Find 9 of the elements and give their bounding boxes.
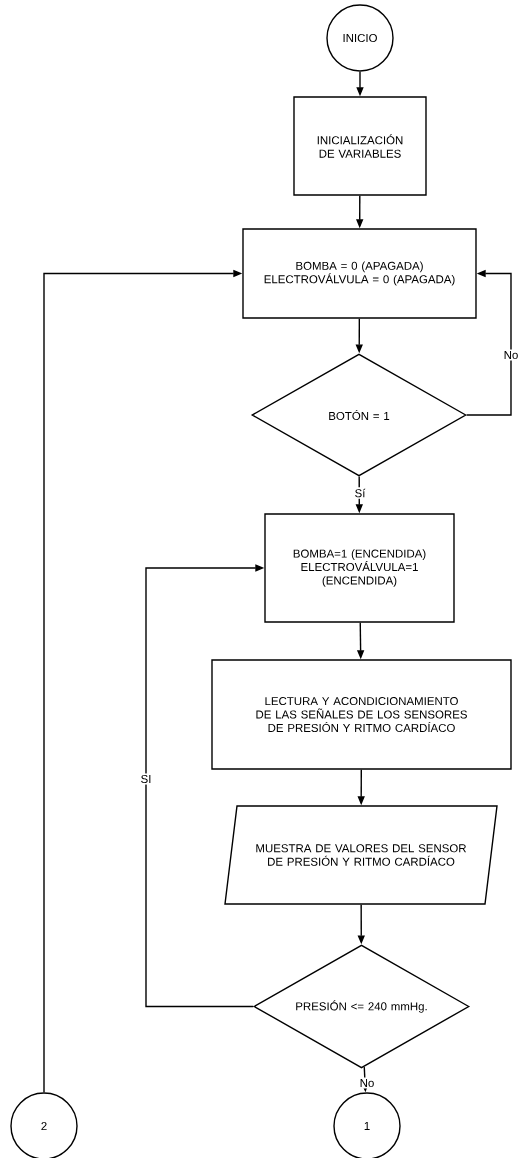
data-parallelogram: MUESTRA DE VALORES DEL SENSOR DE PRESIÓN Y RITMO CARDÍACO [224, 805, 498, 905]
process-box: INICIALIZACIÓN DE VARIABLES [293, 96, 427, 196]
edge-label: Sí [353, 487, 367, 499]
edge-label: No [358, 1077, 376, 1089]
edge-label: No [502, 349, 518, 361]
process-box: LECTURA Y ACONDICIONAMIENTO DE LAS SEÑALES DE LOS SENSORES DE PRESIÓN Y RITMO CARDÍACO [211, 659, 512, 770]
process-box: BOMBA=1 (ENCENDIDA) ELECTROVÁLVULA=1 (ENCENDIDA) [264, 513, 455, 623]
process-box: BOMBA = 0 (APAGADA) ELECTROVÁLVULA = 0 (APAGADA) [242, 228, 477, 319]
edge-label: SI [139, 773, 153, 785]
